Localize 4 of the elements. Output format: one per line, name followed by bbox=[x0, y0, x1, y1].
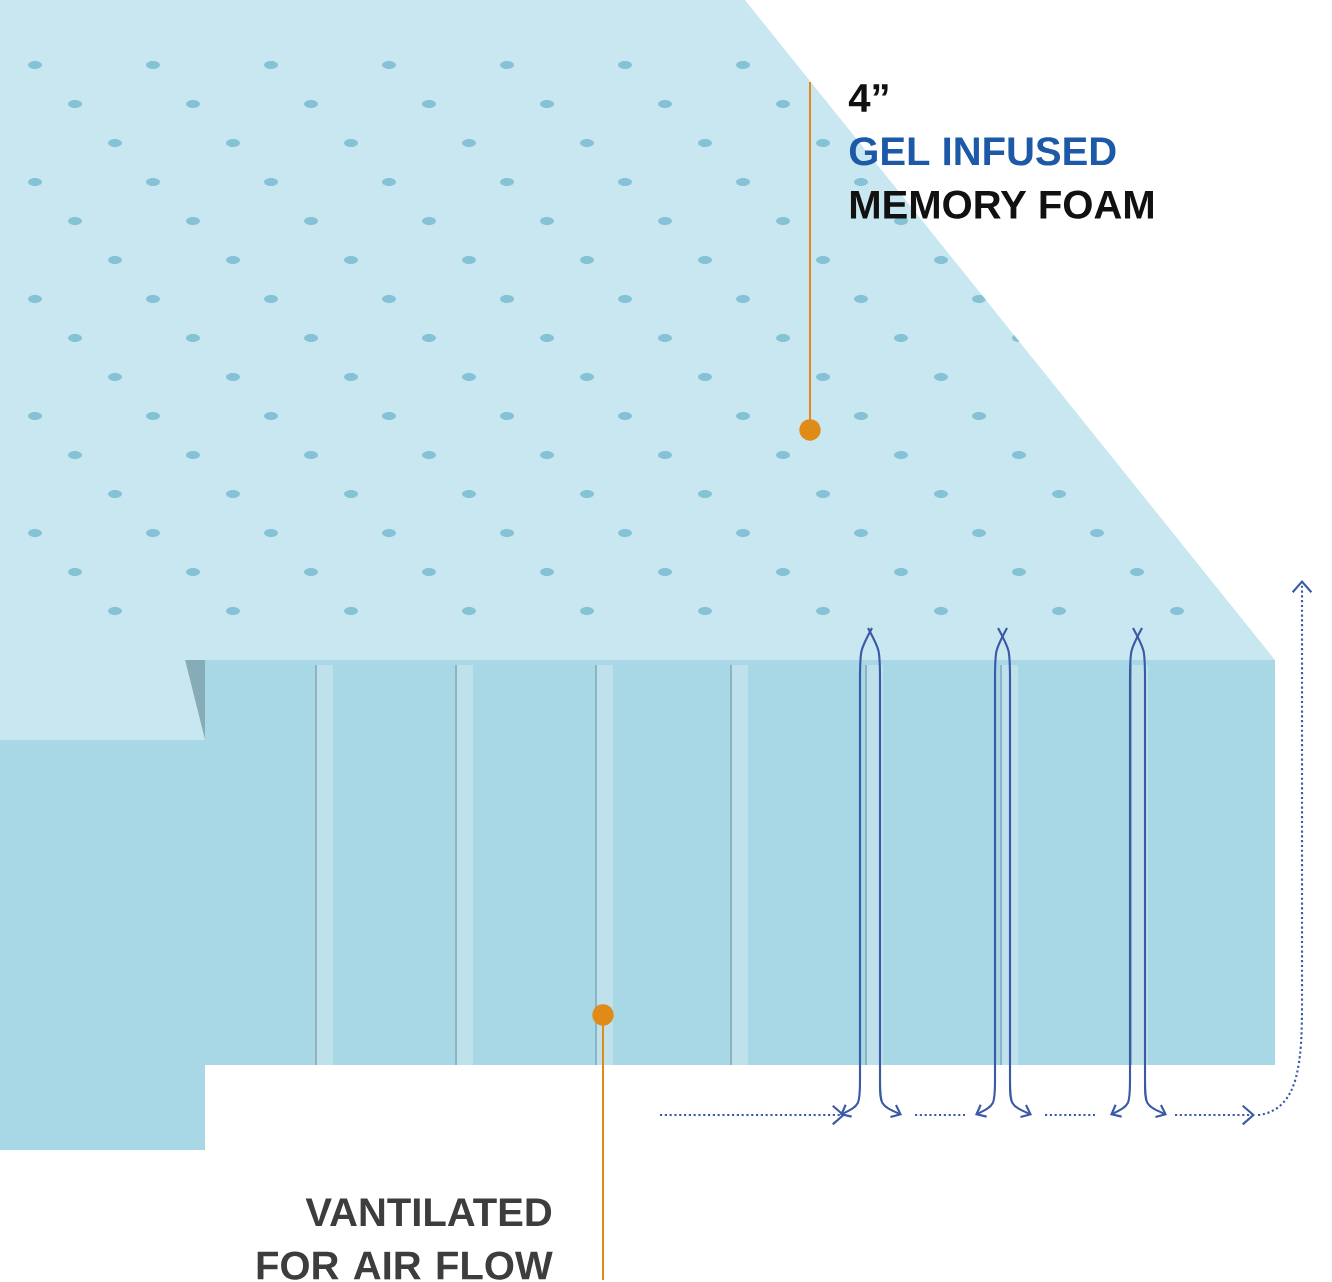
leader-line bbox=[799, 81, 821, 441]
leader-line bbox=[592, 1004, 614, 1281]
callout-text: 4” GEL INFUSED MEMORY FOAM bbox=[848, 84, 1153, 219]
callout-text: VANTILATED FOR AIR FLOW bbox=[257, 1198, 553, 1280]
